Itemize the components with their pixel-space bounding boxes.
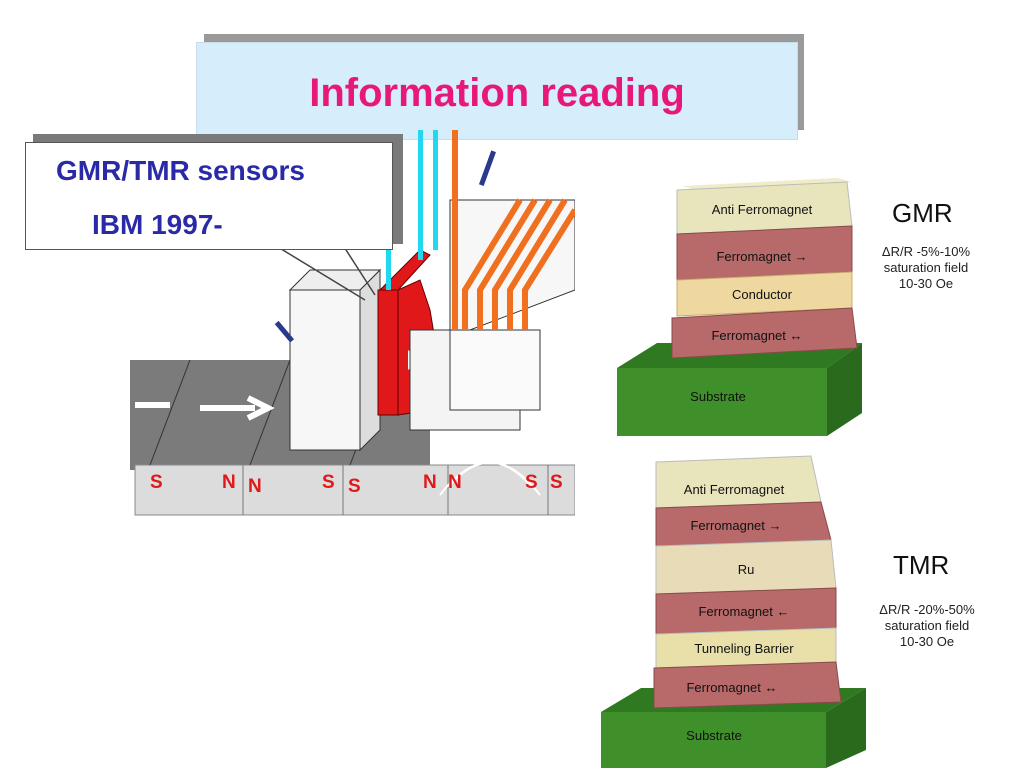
tmr-layer-3: Ru xyxy=(738,562,755,577)
gmr-substrate-side xyxy=(827,343,862,436)
media-track-front xyxy=(134,464,575,516)
gmr-spec: ΔR/R -5%-10% saturation field 10-30 Oe xyxy=(866,244,986,292)
gmr-spec-field: saturation field xyxy=(883,260,969,275)
sensor-lead-2 xyxy=(418,130,423,260)
tmr-substrate-body xyxy=(601,712,826,768)
tmr-layer-1: Anti Ferromagnet xyxy=(684,482,785,497)
gmr-layer-substrate: Substrate xyxy=(690,389,746,404)
write-head-block-2 xyxy=(449,329,541,411)
gmr-layer-1: Anti Ferromagnet xyxy=(712,202,813,217)
gmr-label: GMR xyxy=(892,198,953,228)
read-sensor-top xyxy=(378,249,431,291)
gmr-spec-ratio: ΔR/R -5%-10% xyxy=(881,244,971,259)
tmr-spec-range: 10-30 Oe xyxy=(899,634,955,649)
tmr-spec-ratio: ΔR/R -20%-50% xyxy=(879,602,975,617)
gmr-layer-3: Conductor xyxy=(732,287,793,302)
gmr-spec-range: 10-30 Oe xyxy=(898,276,954,291)
track-label-9: S xyxy=(550,472,563,493)
tmr-substrate-side xyxy=(826,688,866,768)
track-labels: S N N S S N N S S xyxy=(150,472,563,497)
sensor-date: IBM 1997- xyxy=(92,209,223,240)
shield-left xyxy=(289,289,361,451)
track-label-4: S xyxy=(322,472,335,493)
track-label-8: S xyxy=(525,472,538,493)
tmr-layer-substrate: Substrate xyxy=(686,728,742,743)
tmr-spec: ΔR/R -20%-50% saturation field 10-30 Oe xyxy=(862,602,992,650)
field-marker-1 xyxy=(274,320,295,343)
gmr-layer-2: Ferromagnet → xyxy=(716,249,807,264)
gmr-layer-fm2 xyxy=(671,307,858,359)
gmr-stack: Substrate Anti Ferromagnet Ferromagnet →… xyxy=(617,178,862,436)
title-box: Information reading xyxy=(196,42,798,140)
sensor-lead-3 xyxy=(433,130,438,250)
shield-left-top xyxy=(288,269,382,291)
track-arrow-2 xyxy=(200,395,275,421)
track-label-6: N xyxy=(423,472,437,493)
read-sensor xyxy=(377,289,399,416)
tmr-layer-6: Ferromagnet ↔ xyxy=(686,680,777,695)
track-label-5: S xyxy=(348,476,361,497)
tmr-spec-field: saturation field xyxy=(884,618,970,633)
tmr-stack: Substrate Anti Ferromagnet Ferromagnet →… xyxy=(601,455,866,768)
tmr-layer-5: Tunneling Barrier xyxy=(694,641,794,656)
field-marker-2 xyxy=(478,150,496,186)
sensor-box: GMR/TMR sensors IBM 1997- xyxy=(25,142,393,250)
read-head-diagram: S N N S S N N S S xyxy=(130,130,575,516)
track-label-7: N xyxy=(448,472,462,493)
tmr-layer-4: Ferromagnet ← xyxy=(698,604,789,619)
media-track-dividers xyxy=(242,465,549,515)
field-arcs xyxy=(439,461,541,496)
gmr-substrate-body xyxy=(617,368,827,436)
track-label-3: N xyxy=(248,476,262,497)
shield-left-side xyxy=(359,268,381,452)
gmr-layer-afm-top xyxy=(682,178,852,190)
write-coils xyxy=(452,130,575,330)
tmr-layer-2: Ferromagnet → xyxy=(690,518,781,533)
tmr-label: TMR xyxy=(893,550,950,580)
sensor-title: GMR/TMR sensors xyxy=(56,155,305,186)
track-label-2: N xyxy=(222,472,236,493)
gmr-layer-4: Ferromagnet ↔ xyxy=(711,328,802,343)
page-title: Information reading xyxy=(309,71,685,115)
tmr-layer-fm3 xyxy=(653,661,842,709)
track-label-1: S xyxy=(150,472,163,493)
